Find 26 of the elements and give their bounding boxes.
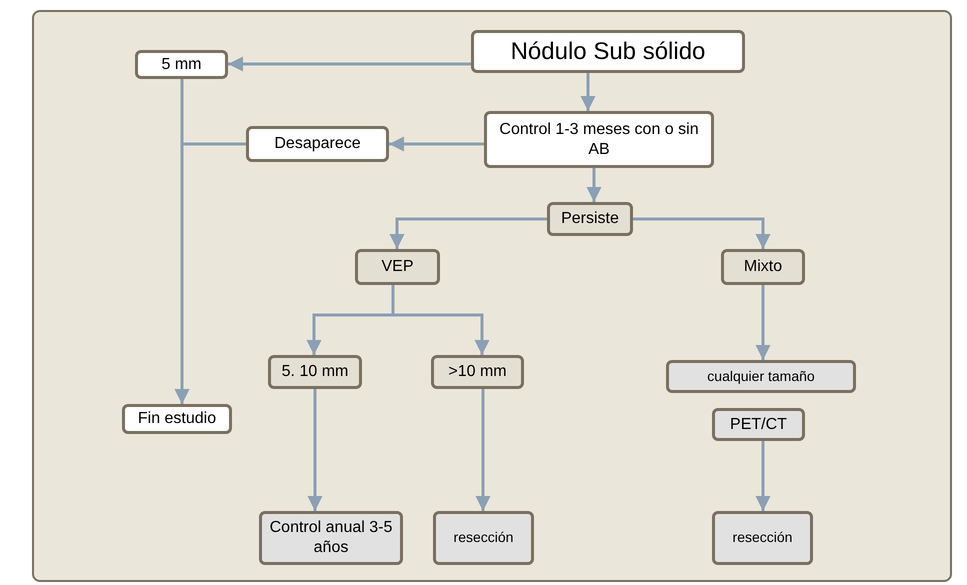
arrow — [633, 218, 770, 249]
arrow — [174, 79, 190, 404]
arrow — [308, 389, 322, 511]
process-box: 5. 10 mm — [268, 355, 362, 389]
process-box: >10 mm — [431, 355, 524, 389]
arrow — [228, 56, 471, 72]
arrow — [476, 389, 490, 511]
process-box: Desaparece — [246, 126, 389, 162]
process-box: 5 mm — [135, 50, 228, 79]
process-box: VEP — [355, 249, 440, 285]
process-box: Persiste — [547, 202, 633, 236]
process-box: resección — [433, 511, 534, 565]
arrow — [756, 285, 770, 360]
arrow — [756, 441, 770, 511]
process-box: Fin estudio — [122, 404, 232, 434]
process-box: PET/CT — [712, 408, 805, 441]
arrow — [580, 73, 596, 111]
process-box: Nódulo Sub sólido — [471, 30, 745, 73]
process-box: Control anual 3-5 años — [259, 511, 403, 565]
process-box: cualquier tamaño — [666, 360, 856, 393]
arrow — [586, 168, 602, 202]
arrow — [390, 218, 547, 249]
process-box: Control 1-3 meses con o sin AB — [484, 111, 714, 168]
arrow — [389, 136, 484, 152]
process-box: resección — [712, 511, 813, 565]
process-box: Mixto — [721, 249, 805, 285]
